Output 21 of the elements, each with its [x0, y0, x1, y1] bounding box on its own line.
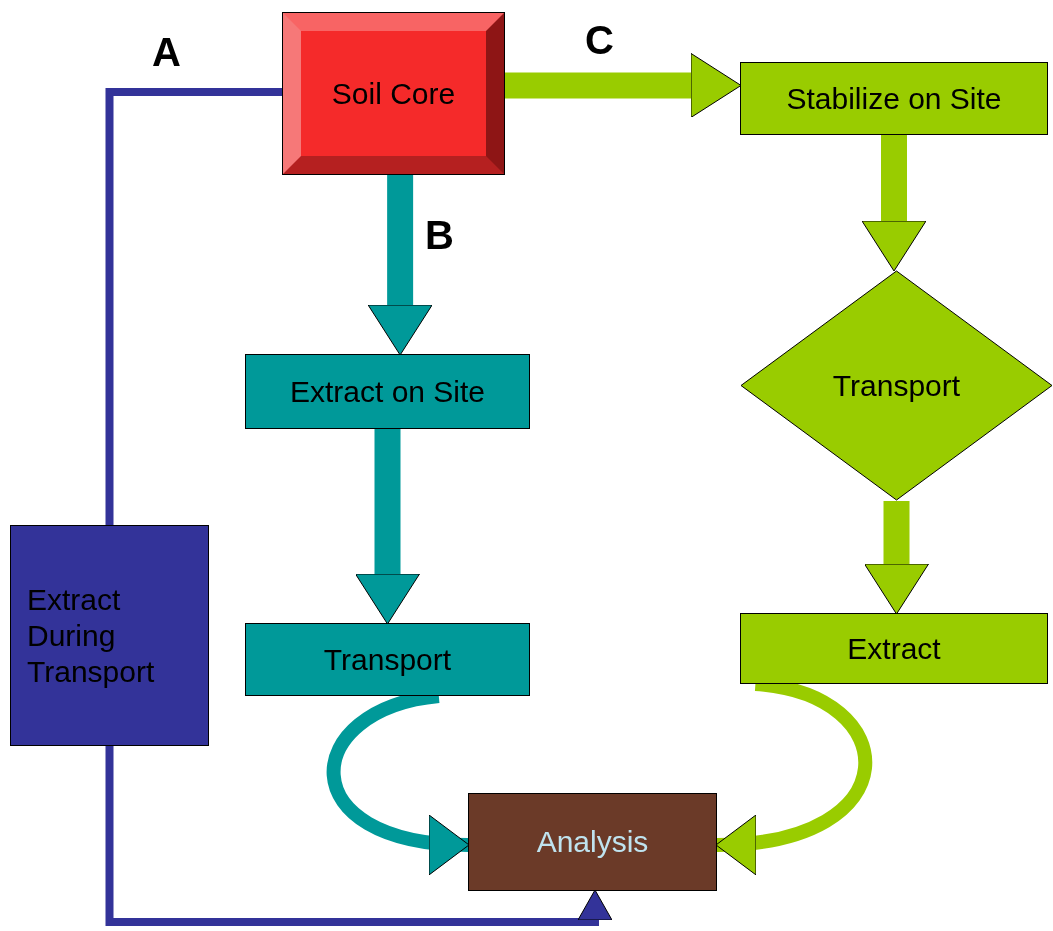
process-box [468, 793, 717, 891]
process-box [740, 613, 1048, 684]
node-label: Transport [832, 367, 961, 404]
node-label: Extract on Site [289, 373, 486, 410]
process-box [245, 354, 530, 429]
node-label: Stabilize on Site [786, 80, 1002, 117]
node-label: Transport [323, 641, 452, 678]
node-label: Extract [847, 630, 941, 667]
process-box [10, 525, 209, 746]
connector-line [105, 87, 283, 525]
block-arrow [861, 135, 927, 272]
block-arrow [367, 174, 433, 356]
connector-line [105, 746, 613, 926]
block-arrow [355, 429, 420, 625]
node-label: Extract During Transport [27, 581, 156, 690]
node-label: Soil Core [331, 75, 456, 112]
block-arrow [864, 501, 929, 615]
process-box [245, 623, 530, 696]
process-box [740, 62, 1048, 135]
node-label: Analysis [536, 824, 649, 860]
bevel-box [283, 13, 504, 174]
